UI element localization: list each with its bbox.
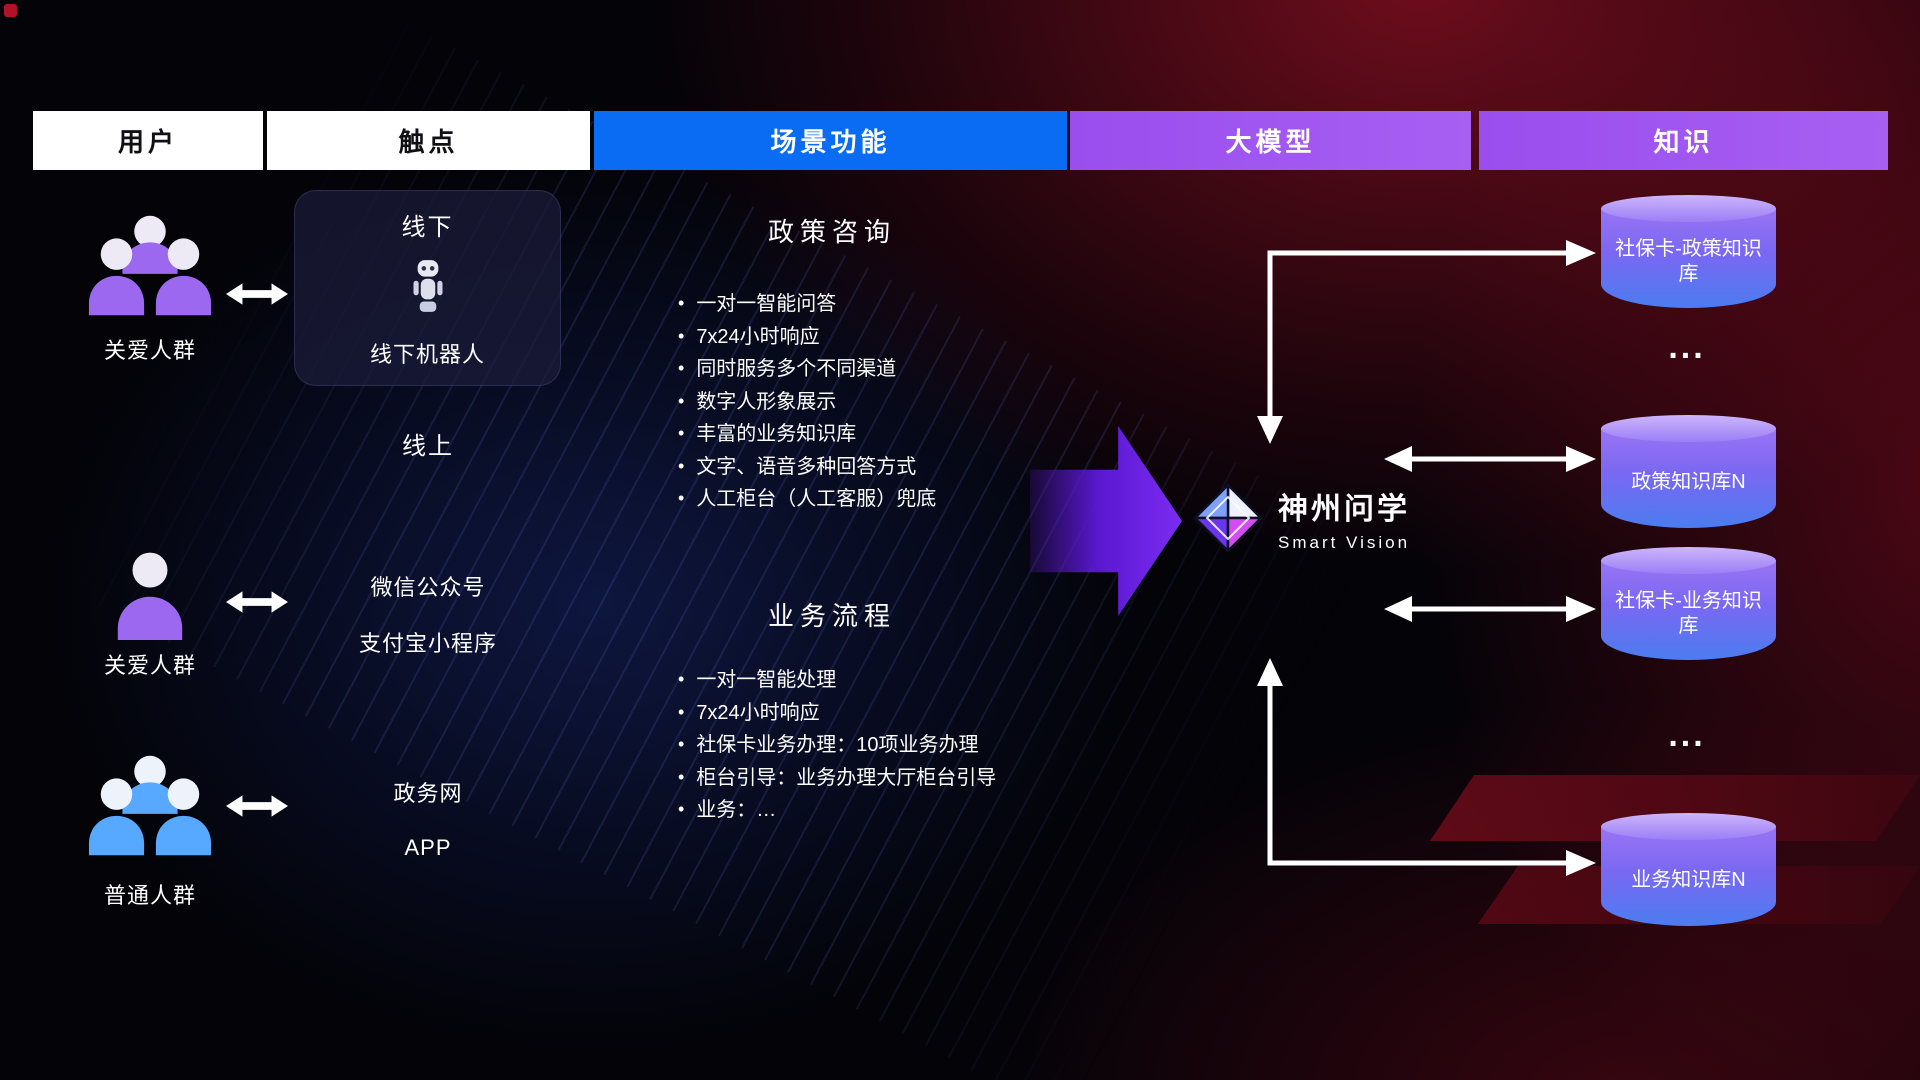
- double-arrow-icon: [226, 281, 288, 312]
- scenario-title-policy: 政策咨询: [767, 217, 896, 247]
- list-item: 数字人形象展示: [678, 386, 1108, 419]
- logo-text: 神州问学 Smart Vision: [1278, 484, 1410, 553]
- ellipsis-more-dbs: ...: [1668, 328, 1706, 366]
- user-group-icon: [86, 752, 214, 863]
- double-arrow-icon: [226, 589, 288, 620]
- user-group-icon: [86, 212, 214, 323]
- user-label-general-public: 普通人群: [103, 883, 196, 908]
- column-header-knowledge: 知识: [1479, 111, 1888, 170]
- knowledge-db-cylinder: 社保卡-政策知识库: [1601, 195, 1776, 308]
- list-item: 7x24小时响应: [678, 697, 1108, 730]
- diamond-logo-icon: [1193, 483, 1263, 553]
- list-item: 7x24小时响应: [678, 321, 1108, 354]
- list-item: 柜台引导：业务办理大厅柜台引导: [678, 762, 1108, 795]
- column-header-users: 用户: [33, 111, 263, 170]
- scenario-title-business: 业务流程: [767, 601, 896, 631]
- offline-touchpoint-panel: 线下 线下机器人: [294, 190, 561, 386]
- policy-feature-list: 一对一智能问答 7x24小时响应 同时服务多个不同渠道 数字人形象展示 丰富的业…: [678, 288, 1108, 516]
- list-item: 文字、语音多种回答方式: [678, 451, 1108, 484]
- list-item: 丰富的业务知识库: [678, 418, 1108, 451]
- offline-title: 线下: [401, 214, 454, 241]
- online-title: 线上: [402, 433, 454, 460]
- logo-subtitle: Smart Vision: [1278, 532, 1411, 552]
- offline-robot-label: 线下机器人: [369, 342, 485, 367]
- knowledge-db-label: 社保卡-政策知识库: [1615, 238, 1762, 285]
- column-header-scenarios: 场景功能: [594, 111, 1067, 170]
- model-logo: 神州问学 Smart Vision: [1192, 482, 1410, 554]
- list-item: 人工柜台（人工客服）兜底: [678, 483, 1108, 516]
- knowledge-db-cylinder: 业务知识库N: [1601, 813, 1776, 926]
- knowledge-db-label: 社保卡-业务知识库: [1615, 590, 1762, 637]
- knowledge-db-label: 业务知识库N: [1631, 868, 1746, 891]
- column-header-touchpoints: 触点: [267, 111, 590, 170]
- logo-name: 神州问学: [1278, 492, 1410, 526]
- business-feature-list: 一对一智能处理 7x24小时响应 社保卡业务办理：10项业务办理 柜台引导：业务…: [678, 664, 1108, 827]
- corner-red-mark: [4, 4, 17, 17]
- user-label-caring-group: 关爱人群: [103, 338, 196, 363]
- touchpoint-app: APP: [404, 835, 452, 860]
- knowledge-db-cylinder: 社保卡-业务知识库: [1601, 547, 1776, 660]
- list-item: 同时服务多个不同渠道: [678, 353, 1108, 386]
- column-header-model: 大模型: [1070, 111, 1471, 170]
- double-arrow-icon: [226, 793, 288, 824]
- touchpoint-alipay: 支付宝小程序: [358, 631, 497, 656]
- touchpoint-gov-web: 政务网: [393, 781, 463, 806]
- knowledge-db-cylinder: 政策知识库N: [1601, 415, 1776, 528]
- list-item: 社保卡业务办理：10项业务办理: [678, 729, 1108, 762]
- single-user-icon: [113, 548, 187, 645]
- ellipsis-more-dbs: ...: [1668, 716, 1706, 754]
- knowledge-db-label: 政策知识库N: [1631, 470, 1746, 493]
- user-label-caring-single: 关爱人群: [103, 653, 196, 678]
- list-item: 业务：…: [678, 794, 1108, 827]
- list-item: 一对一智能问答: [678, 288, 1108, 321]
- list-item: 一对一智能处理: [678, 664, 1108, 697]
- robot-icon: [407, 258, 449, 321]
- touchpoint-wechat: 微信公众号: [370, 575, 486, 600]
